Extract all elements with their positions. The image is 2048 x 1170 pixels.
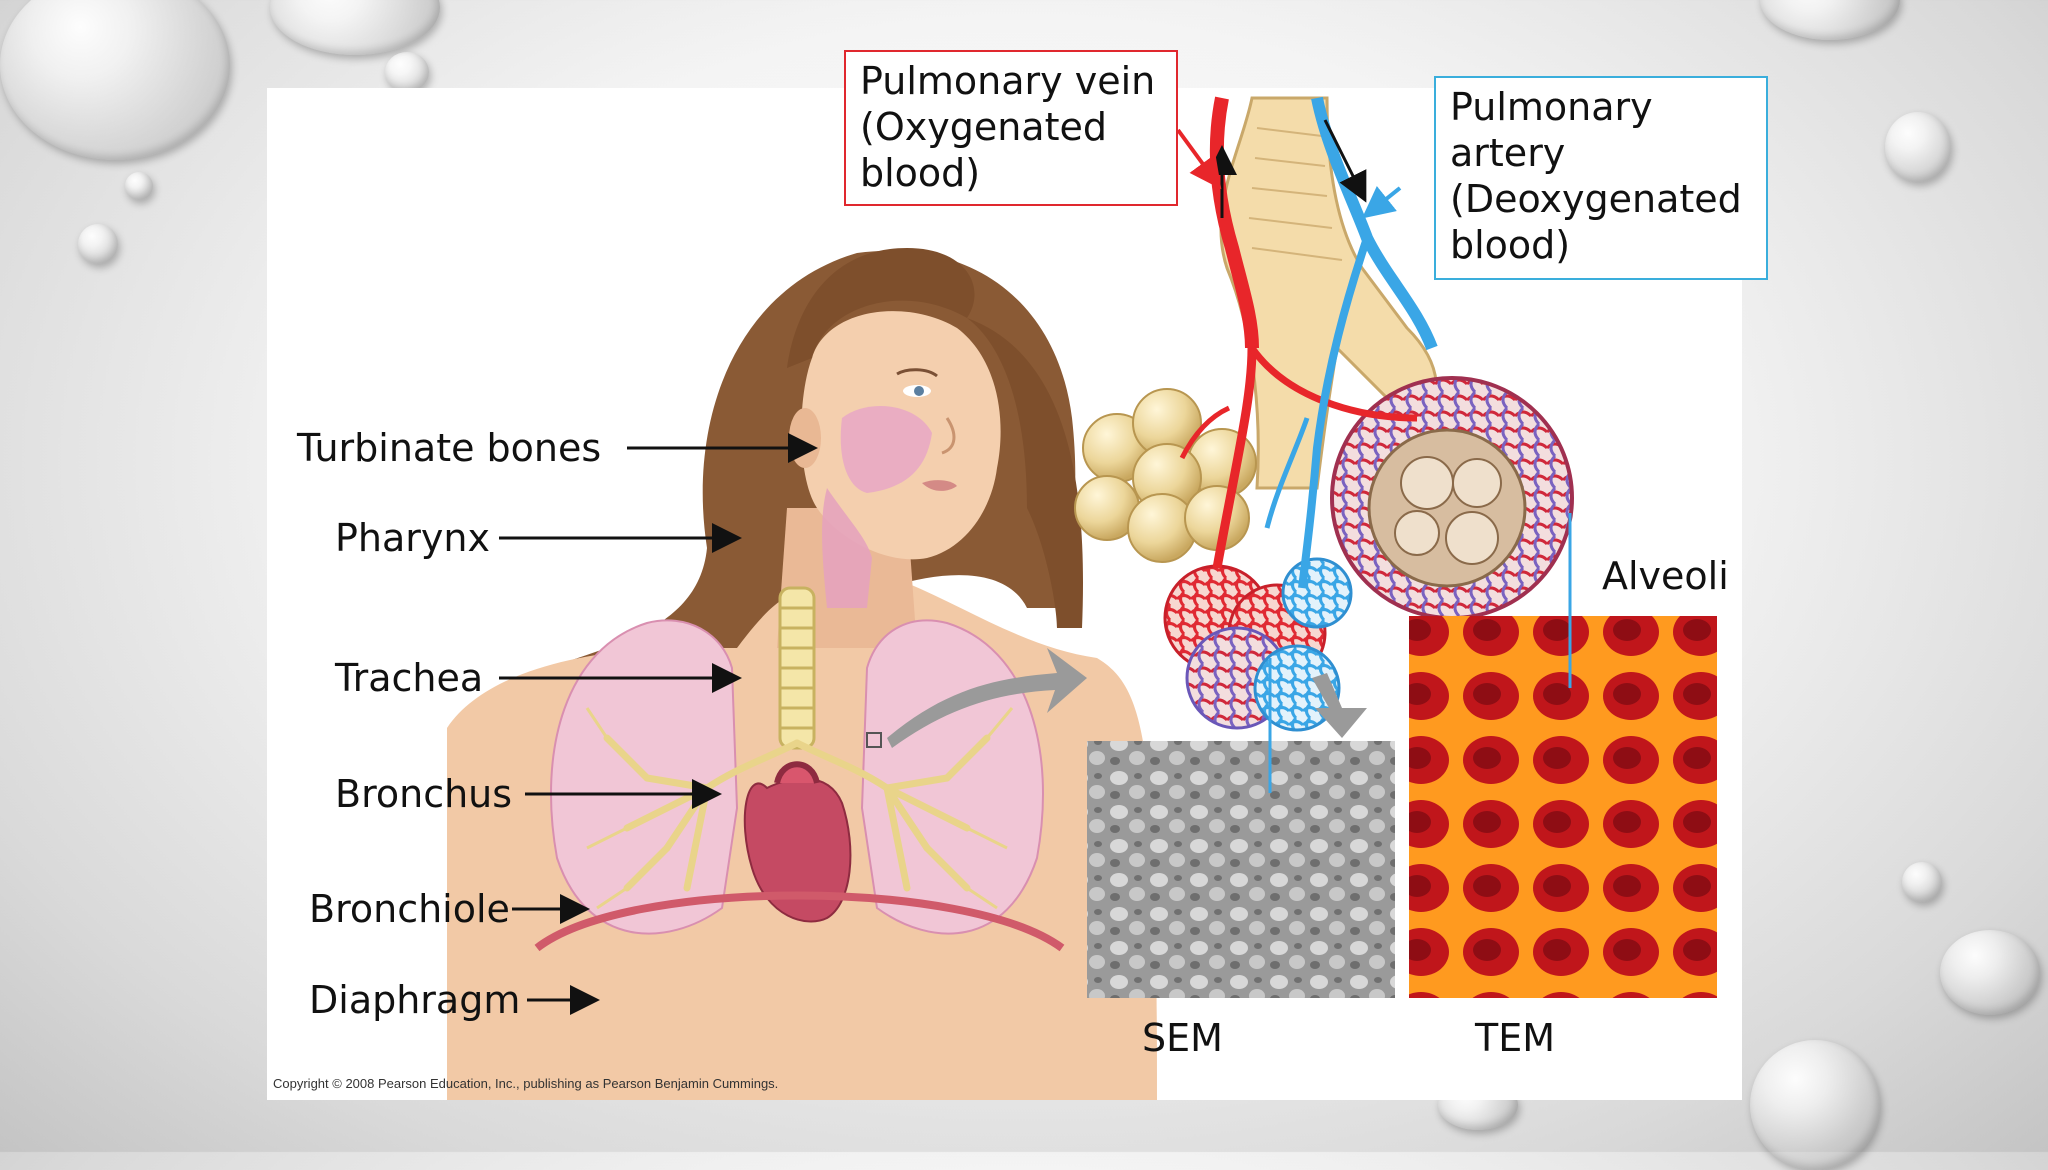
pulmonary-artery-line1: Pulmonary <box>1450 85 1653 129</box>
water-droplet <box>1750 1040 1880 1170</box>
water-droplet <box>1940 930 2040 1015</box>
pulmonary-vein-callout: Pulmonary vein (Oxygenated blood) <box>844 50 1178 206</box>
label-bronchiole: Bronchiole <box>309 887 510 931</box>
alveoli-illustration <box>1074 96 1574 738</box>
water-droplet <box>385 52 429 92</box>
label-trachea: Trachea <box>335 656 484 700</box>
capillary-cluster <box>1163 557 1353 732</box>
sem-micrograph <box>1087 741 1395 998</box>
label-diaphragm: Diaphragm <box>309 978 521 1022</box>
pulmonary-vein-line1: Pulmonary vein <box>860 59 1156 103</box>
water-droplet <box>125 172 153 200</box>
cutaway-alveolus <box>1330 376 1574 620</box>
label-pharynx: Pharynx <box>335 516 490 560</box>
label-arrows <box>499 433 818 1015</box>
water-droplet <box>1760 0 1900 40</box>
water-droplet <box>1902 862 1942 902</box>
water-droplet <box>270 0 440 55</box>
pulmonary-artery-line4: blood) <box>1450 223 1571 267</box>
label-bronchus: Bronchus <box>335 772 513 816</box>
label-tem: TEM <box>1475 1016 1556 1060</box>
label-alveoli: Alveoli <box>1602 554 1729 598</box>
respiratory-illustration <box>447 96 1717 1100</box>
water-droplet <box>78 224 118 264</box>
water-droplet <box>1885 112 1951 182</box>
human-figure <box>447 248 1157 1100</box>
pulmonary-vein-line2: (Oxygenated <box>860 105 1107 149</box>
alveolar-sac-cluster <box>1074 388 1257 563</box>
pulmonary-artery-line2: artery <box>1450 131 1566 175</box>
pulmonary-artery-line3: (Deoxygenated <box>1450 177 1742 221</box>
water-droplet <box>0 0 230 160</box>
label-turbinate-bones: Turbinate bones <box>297 426 602 470</box>
label-sem: SEM <box>1142 1016 1223 1060</box>
tem-micrograph <box>1409 616 1717 998</box>
pulmonary-vein-line3: blood) <box>860 151 981 195</box>
pulmonary-artery-callout: Pulmonary artery (Deoxygenated blood) <box>1434 76 1768 280</box>
copyright-text: Copyright © 2008 Pearson Education, Inc.… <box>273 1076 779 1091</box>
